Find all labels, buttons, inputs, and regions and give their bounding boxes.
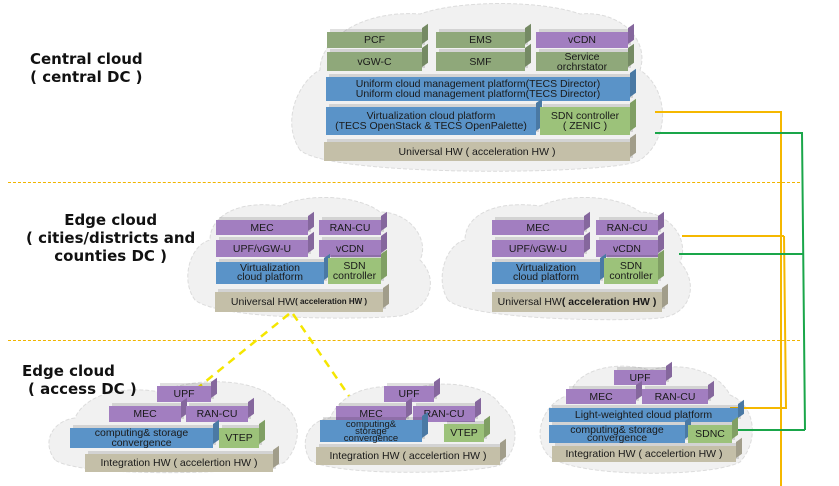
virtualization-platform-block: Virtualization cloud platform(TECS OpenS… <box>326 107 536 135</box>
tier-title: Edge cloud <box>22 362 115 380</box>
ems-block: EMS <box>436 32 525 48</box>
vtep-block: VTEP <box>444 424 484 442</box>
integration-hw-block: Integration HW ( accelertion HW ) <box>316 447 500 465</box>
tier-label-edge-access: Edge cloud ( access DC ) <box>22 362 137 398</box>
ran-cu-block: RAN-CU <box>596 220 658 235</box>
sdn-controller-block: SDN controller( ZENIC ) <box>540 107 630 135</box>
universal-hw-block: Universal HW ( acceleration HW ) <box>492 292 662 312</box>
ran-cu-block: RAN-CU <box>413 406 475 422</box>
universal-hw-block: Universal HW ( acceleration HW ) <box>324 142 630 161</box>
mec-block: MEC <box>566 389 636 404</box>
mec-block: MEC <box>216 220 308 235</box>
yellow-dashed-link-access1 <box>194 313 290 391</box>
tier-title: Edge cloud <box>64 211 158 229</box>
tier-subtitle: ( central DC ) <box>30 68 143 86</box>
pcf-block: PCF <box>327 32 422 48</box>
ran-cu-block: RAN-CU <box>186 406 248 422</box>
mec-block: MEC <box>492 220 584 235</box>
mec-block: MEC <box>109 406 181 422</box>
vcdn-block: vCDN <box>319 240 381 257</box>
smf-block: SMF <box>436 52 525 71</box>
upf-block: UPF <box>614 370 666 385</box>
universal-hw-block: Universal HW ( acceleration HW ) <box>215 292 383 312</box>
integration-hw-block: Integration HW ( accelertion HW ) <box>85 454 273 472</box>
tier-subtitle-2: counties DC ) <box>54 247 167 265</box>
vcdn-block: vCDN <box>596 240 658 257</box>
vcdn-block: vCDN <box>536 32 628 48</box>
ran-cu-block: RAN-CU <box>642 389 708 404</box>
green-link-central <box>655 132 806 431</box>
tier-separator-1 <box>8 182 800 183</box>
light-weighted-platform-block: Light-weighted cloud platform <box>549 408 738 422</box>
orange-link-central <box>655 111 782 486</box>
ran-cu-block: RAN-CU <box>319 220 381 235</box>
upf-vgwu-block: UPF/vGW-U <box>216 240 308 257</box>
tier-label-central: Central cloud ( central DC ) <box>30 50 143 86</box>
vtep-block: VTEP <box>219 428 259 448</box>
upf-block: UPF <box>157 386 211 402</box>
uniform-cloud-mgmt-block: Uniform cloud management platform(TECS D… <box>326 77 630 101</box>
tier-separator-2 <box>8 340 800 341</box>
vgwc-block: vGW-C <box>327 52 422 71</box>
upf-block: UPF <box>384 386 434 402</box>
tier-subtitle: ( access DC ) <box>28 380 137 398</box>
sdnc-block: SDNC <box>688 425 732 443</box>
mec-block: MEC <box>336 406 406 422</box>
upf-vgwu-block: UPF/vGW-U <box>492 240 584 257</box>
integration-hw-block: Integration HW ( accelertion HW ) <box>552 446 736 462</box>
tier-label-edge-city: Edge cloud ( cities/districts and counti… <box>26 211 195 265</box>
tier-title: Central cloud <box>30 50 143 68</box>
orange-link-access <box>730 235 788 409</box>
yellow-dashed-link-access2 <box>291 313 351 397</box>
tier-subtitle: ( cities/districts and <box>26 229 196 247</box>
